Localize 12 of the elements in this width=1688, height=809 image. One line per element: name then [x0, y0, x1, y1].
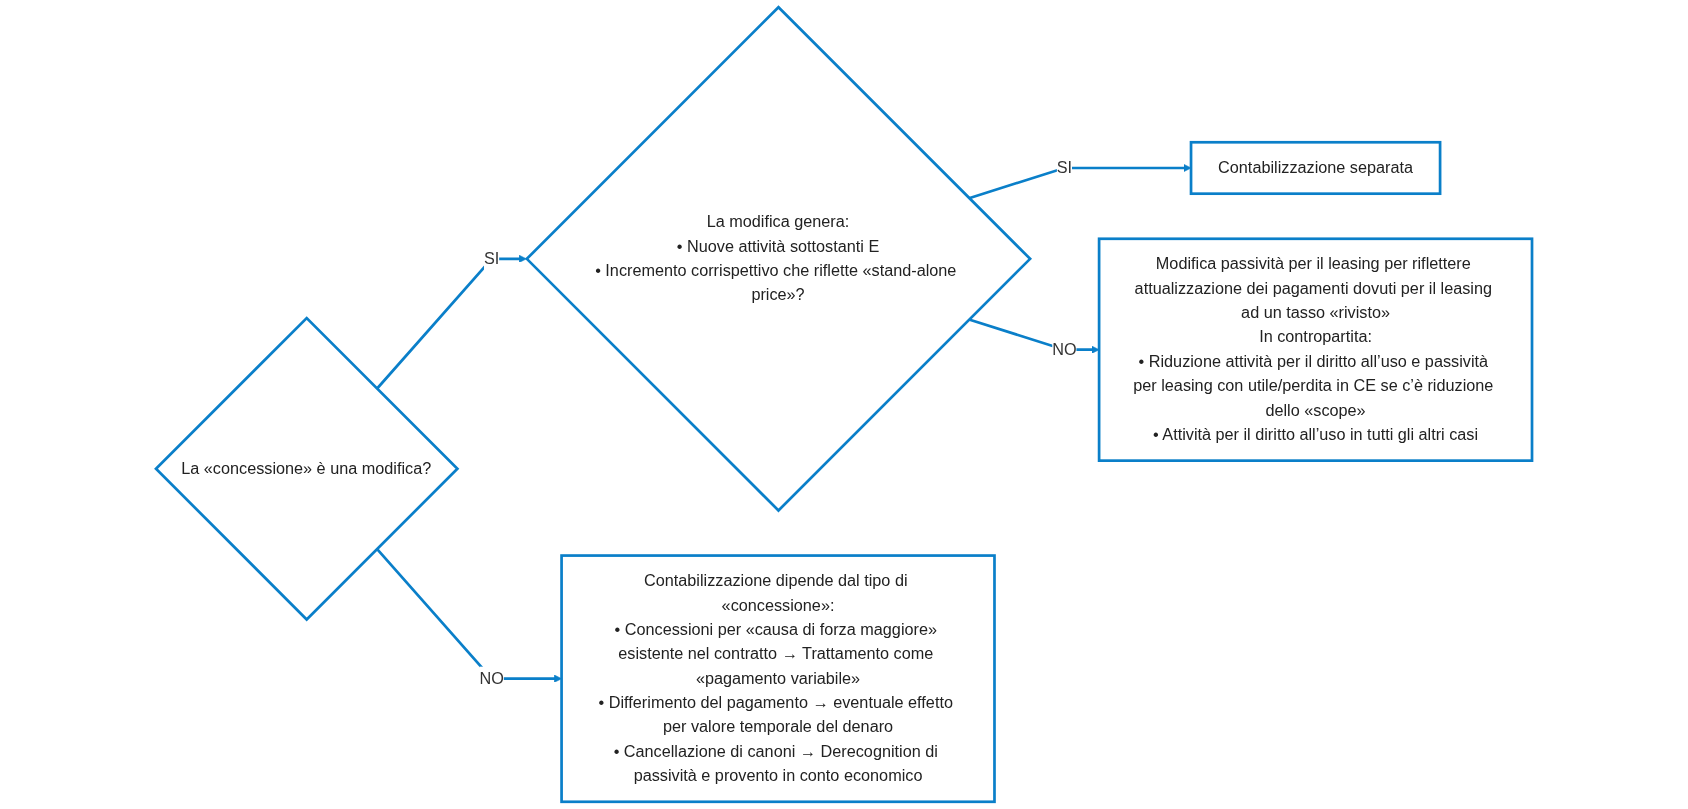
edge-label: SI	[1056, 158, 1073, 177]
edge-label: SI	[484, 249, 500, 268]
arrow	[968, 164, 1192, 200]
node-box: Contabilizzazione dipende dal tipo di «concessione»: • Concessioni per «causa di forza maggiore» esistente nel contratto → Trattamento come «pagamento variabile» • Differimento del pagamento → eventuale effetto per valore temporale del denaro • Cancellazione di canoni → Derecognition di passività e provento in conto economico	[560, 554, 996, 804]
node-box: Contabilizzazione separata	[1189, 140, 1442, 196]
node-box: Modifica passività per il leasing per riflettere attualizzazione dei pagamenti dovuti per il leasing ad un tasso «rivisto» In contropartita: • Riduzione attività per il diritto all’uso e passività per leasing con utile/perdita in CE se c’è riduzione dello «scope» • Attività per il diritto all’uso in tutti gli altri casi	[1097, 237, 1534, 462]
edge-label: NO	[479, 669, 504, 688]
arrow	[375, 254, 527, 390]
arrow	[375, 547, 562, 683]
edge-label: NO	[1052, 340, 1077, 359]
node-diamond: La modifica genera: • Nuove attività sottostanti E • Incremento corrispettivo che riflette «stand-alone price»?	[524, 5, 1033, 513]
node-diamond: La «concessione» è una modifica?	[154, 316, 460, 622]
